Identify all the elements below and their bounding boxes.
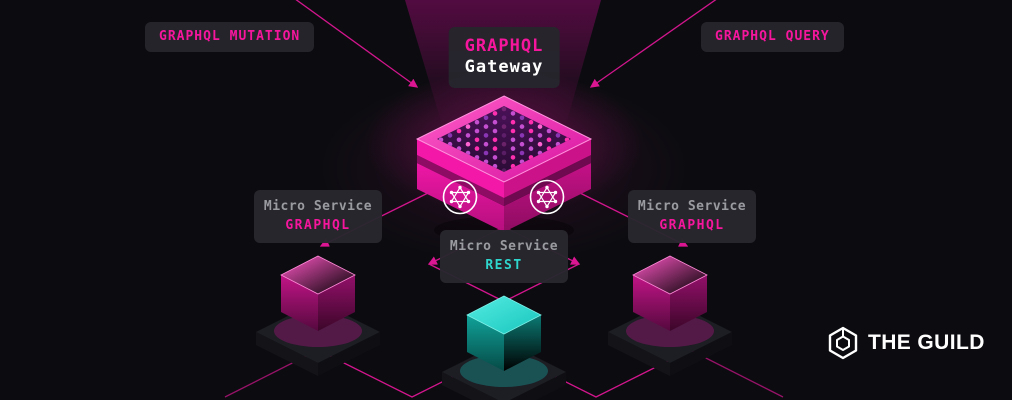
- graphql-query-label: GRAPHQL QUERY: [715, 29, 830, 44]
- the-guild-wordmark: THE GUILD: [868, 331, 985, 354]
- service-subtitle: REST: [485, 258, 523, 273]
- service-subtitle: GRAPHQL: [659, 218, 725, 233]
- graphql-mutation-label: GRAPHQL MUTATION: [159, 29, 301, 44]
- gateway-badge-line1: GRAPHQL: [464, 36, 544, 56]
- the-guild-logo: THE GUILD: [827, 326, 985, 360]
- service-title: Micro Service: [263, 199, 373, 214]
- gateway-badge: GRAPHQL Gateway: [448, 27, 560, 88]
- graphql-logo-icon-right: [529, 179, 565, 215]
- microservice-cube-center: [442, 295, 566, 400]
- service-label-rest-center: Micro Service REST: [440, 230, 568, 283]
- service-subtitle: GRAPHQL: [285, 218, 351, 233]
- service-label-graphql-left: Micro Service GRAPHQL: [254, 190, 382, 243]
- graphql-logo-icon-left: [442, 179, 478, 215]
- service-label-graphql-right: Micro Service GRAPHQL: [628, 190, 756, 243]
- service-title: Micro Service: [449, 239, 559, 254]
- microservice-cube-left: [256, 255, 380, 376]
- graphql-query-badge: GRAPHQL QUERY: [701, 22, 844, 52]
- service-title: Micro Service: [637, 199, 747, 214]
- guild-hexagon-icon: [828, 326, 858, 360]
- graphql-mutation-badge: GRAPHQL MUTATION: [145, 22, 315, 52]
- gateway-3d-box: [415, 95, 593, 244]
- microservice-cube-right: [608, 255, 732, 376]
- gateway-badge-line2: Gateway: [464, 57, 544, 77]
